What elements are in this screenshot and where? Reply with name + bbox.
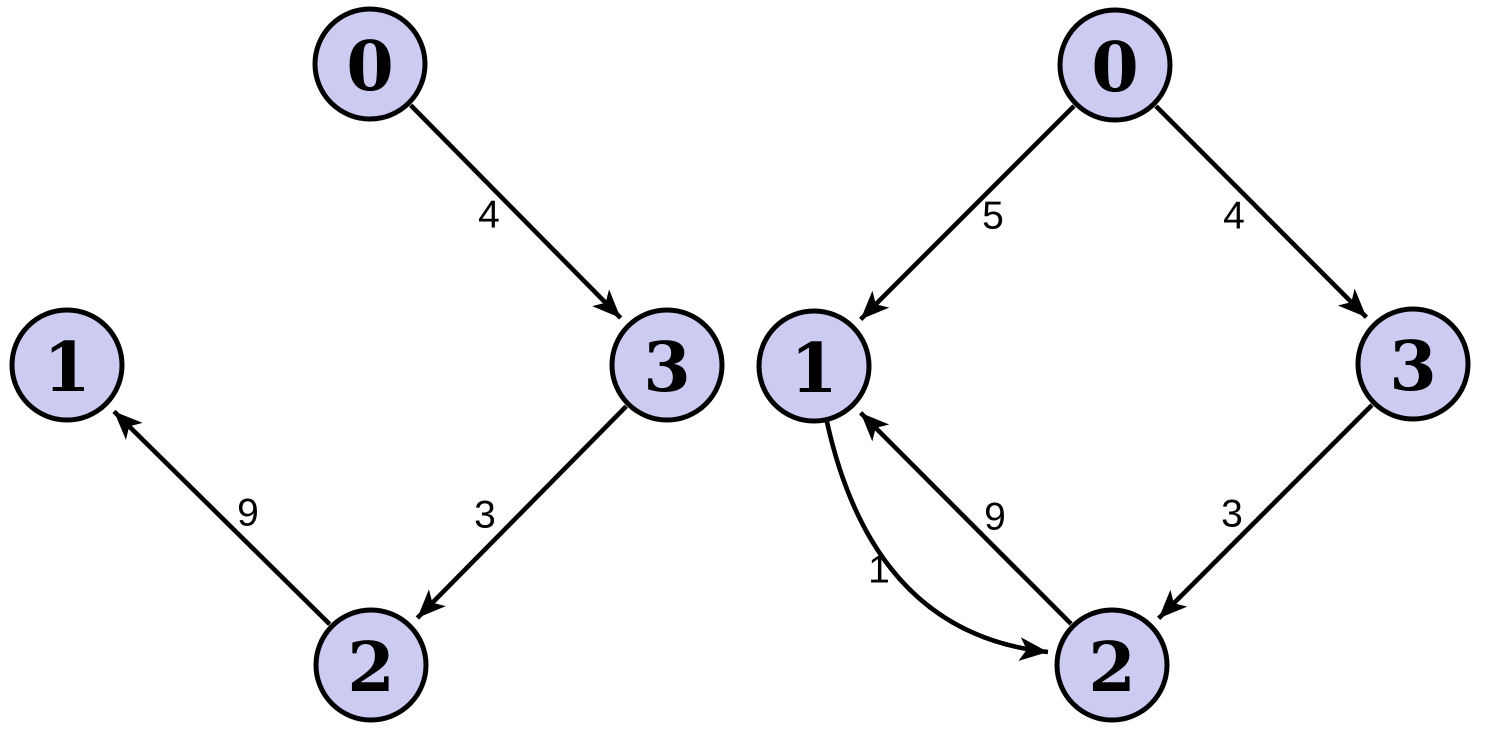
node-circle xyxy=(1057,7,1173,123)
left-graph: 4 3 9 0 1 3 2 xyxy=(9,6,725,723)
edge-0-3 xyxy=(409,103,623,320)
edge-weight-label-2-1: 9 xyxy=(237,492,259,535)
right-graph: 5 4 3 9 1 0 1 3 2 xyxy=(756,7,1471,723)
node-label: 2 xyxy=(1088,628,1135,708)
edge-weight-label-0-3: 4 xyxy=(1223,195,1245,238)
node-2: 2 xyxy=(313,607,429,723)
edge-3-2 xyxy=(1157,403,1374,620)
node-circle xyxy=(609,307,725,423)
node-0: 0 xyxy=(312,6,428,122)
node-1: 1 xyxy=(756,308,872,424)
node-label: 0 xyxy=(1091,28,1138,108)
node-circle xyxy=(756,308,872,424)
edge-weight-label-2-1: 9 xyxy=(984,496,1006,539)
node-label: 3 xyxy=(1389,327,1436,407)
edge-2-1 xyxy=(112,409,332,626)
node-circle xyxy=(313,607,429,723)
node-circle xyxy=(9,307,125,423)
edge-weight-label-0-3: 4 xyxy=(478,194,500,237)
node-circle xyxy=(1054,607,1170,723)
edge-0-3 xyxy=(1154,104,1369,319)
node-3: 3 xyxy=(1355,306,1471,422)
node-circle xyxy=(1355,306,1471,422)
graphs-root: 4 3 9 0 1 3 2 5 4 3 9 1 0 1 3 2 xyxy=(9,6,1471,723)
node-label: 1 xyxy=(790,329,837,409)
node-label: 1 xyxy=(43,328,90,408)
node-label: 2 xyxy=(347,628,394,708)
node-circle xyxy=(312,6,428,122)
node-1: 1 xyxy=(9,307,125,423)
edge-weight-label-1-2: 1 xyxy=(868,549,890,592)
edge-2-1 xyxy=(858,411,1073,626)
edge-weight-label-3-2: 3 xyxy=(1221,493,1243,536)
edge-0-1 xyxy=(859,104,1076,321)
edge-1-2 xyxy=(824,421,1049,661)
edge-3-2 xyxy=(415,404,628,620)
edge-weight-label-0-1: 5 xyxy=(982,195,1004,238)
node-3: 3 xyxy=(609,307,725,423)
node-2: 2 xyxy=(1054,607,1170,723)
node-0: 0 xyxy=(1057,7,1173,123)
node-label: 3 xyxy=(643,328,690,408)
node-label: 0 xyxy=(346,27,393,107)
edge-weight-label-3-2: 3 xyxy=(474,494,496,537)
